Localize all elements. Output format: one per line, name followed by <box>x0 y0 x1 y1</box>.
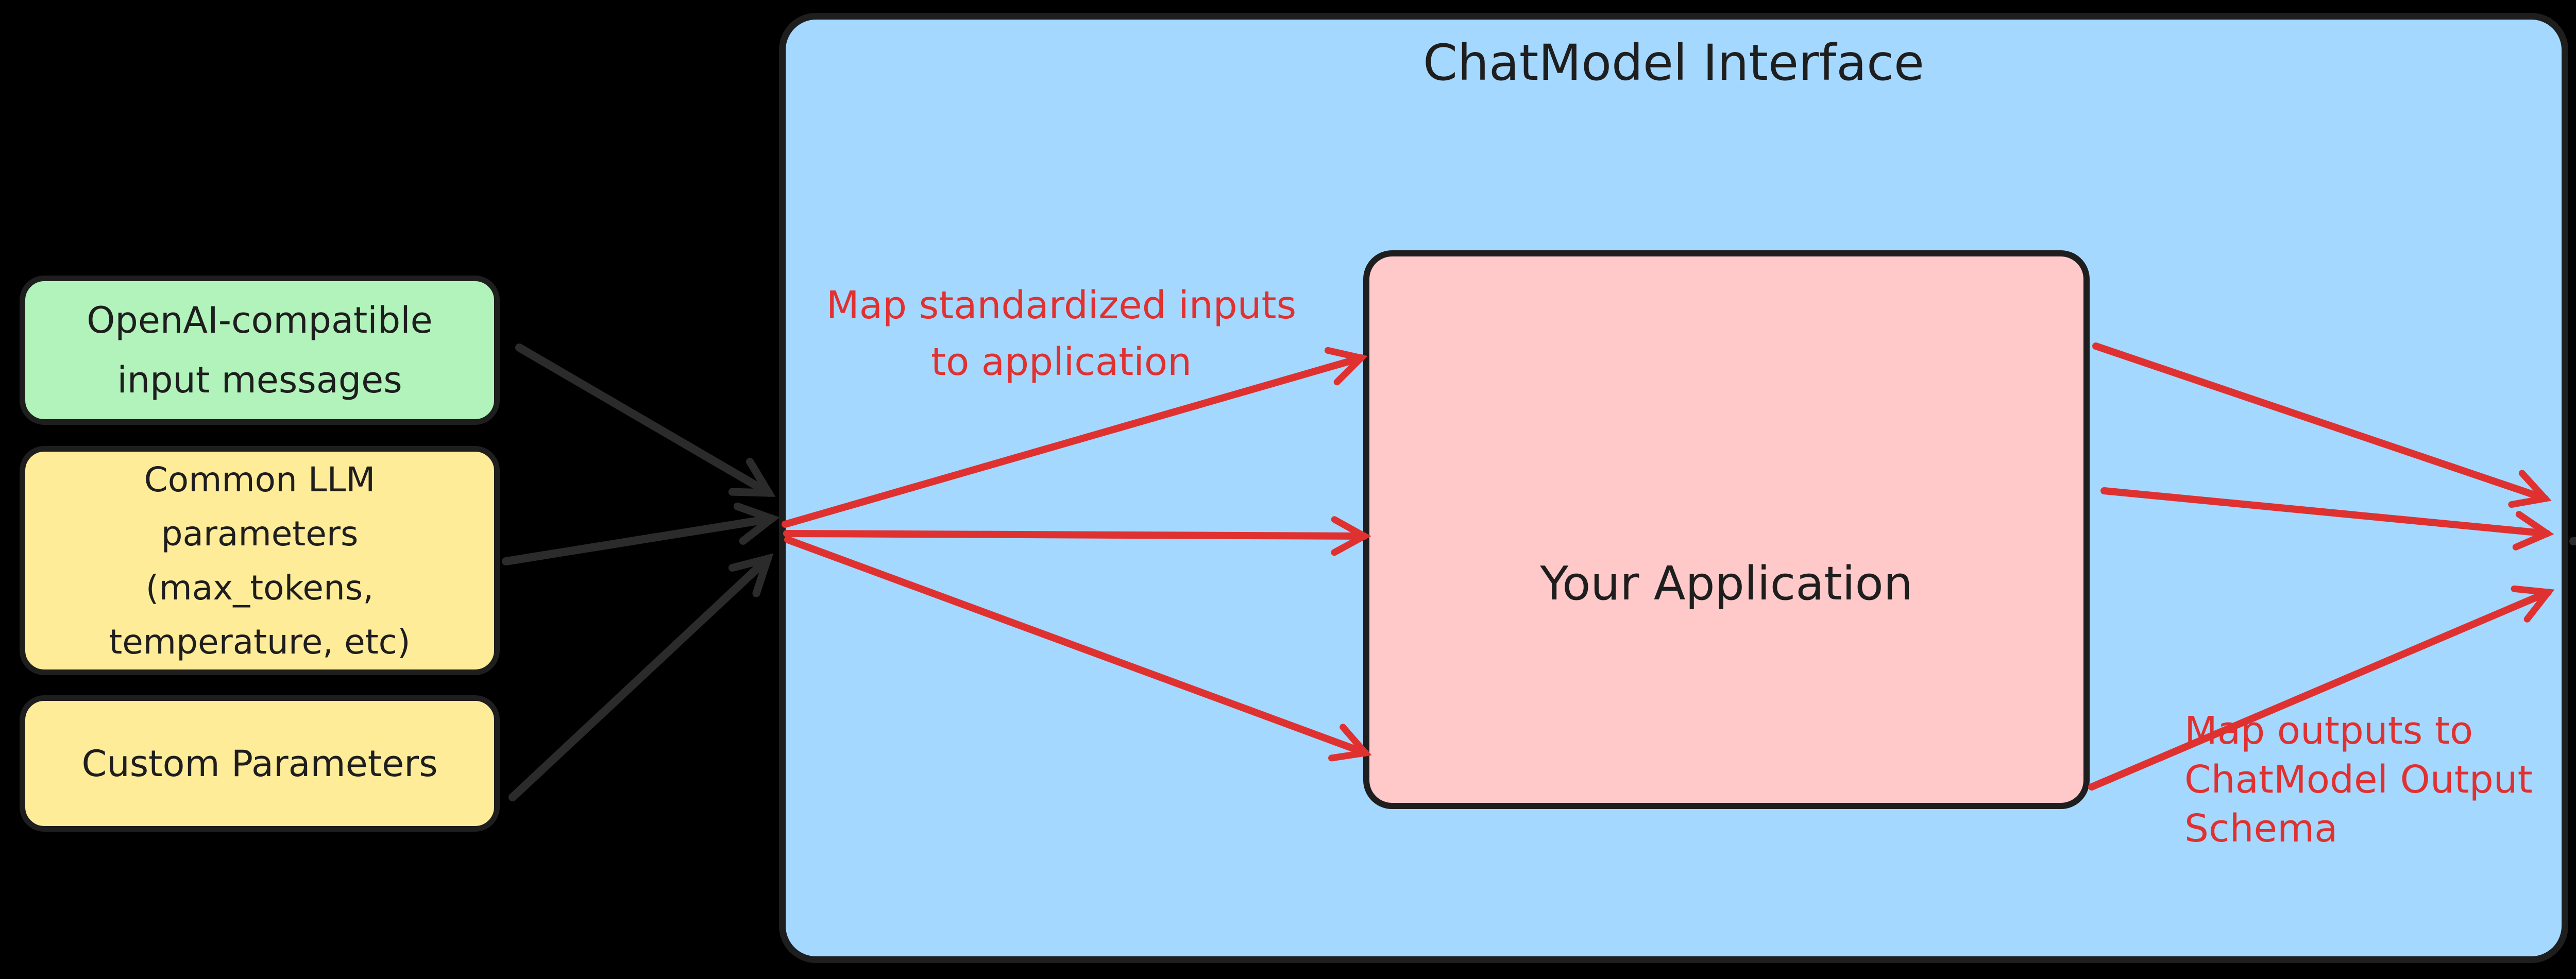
node-common-llm-parameters: Common LLM parameters (max_tokens, tempe… <box>20 446 500 675</box>
node-label-line: Custom Parameters <box>81 742 438 785</box>
annotation-line: Schema <box>2184 806 2338 851</box>
arrow-input-messages-to-interface <box>515 343 776 497</box>
arrow-interface-to-response <box>2569 537 2576 545</box>
annotation-map-inputs: Map standardized inputs to application <box>796 277 1327 390</box>
node-label-line: Your Application <box>1540 557 1913 611</box>
node-label-line: input messages <box>117 359 402 401</box>
container-title: ChatModel Interface <box>1423 34 1924 92</box>
arrow-custom-parameters-to-interface <box>509 553 774 801</box>
annotation-map-outputs: Map outputs to ChatModel Output Schema <box>2184 707 2576 853</box>
node-label-line: temperature, etc) <box>109 622 411 662</box>
node-label-line: OpenAI-compatible <box>87 299 433 341</box>
annotation-line: to application <box>930 340 1192 384</box>
arrow-llm-parameters-to-interface <box>502 502 780 565</box>
node-openai-input-messages: OpenAI-compatible input messages <box>20 276 500 425</box>
node-label-line: Common LLM <box>144 459 376 500</box>
node-your-application: Your Application <box>1363 250 2090 809</box>
node-custom-parameters: Custom Parameters <box>20 695 500 832</box>
node-label-line: (max_tokens, <box>145 568 374 608</box>
node-label-line: parameters <box>161 513 359 554</box>
annotation-line: ChatModel Output <box>2184 758 2533 802</box>
annotation-line: Map standardized inputs <box>826 283 1297 328</box>
annotation-line: Map outputs to <box>2184 709 2473 753</box>
